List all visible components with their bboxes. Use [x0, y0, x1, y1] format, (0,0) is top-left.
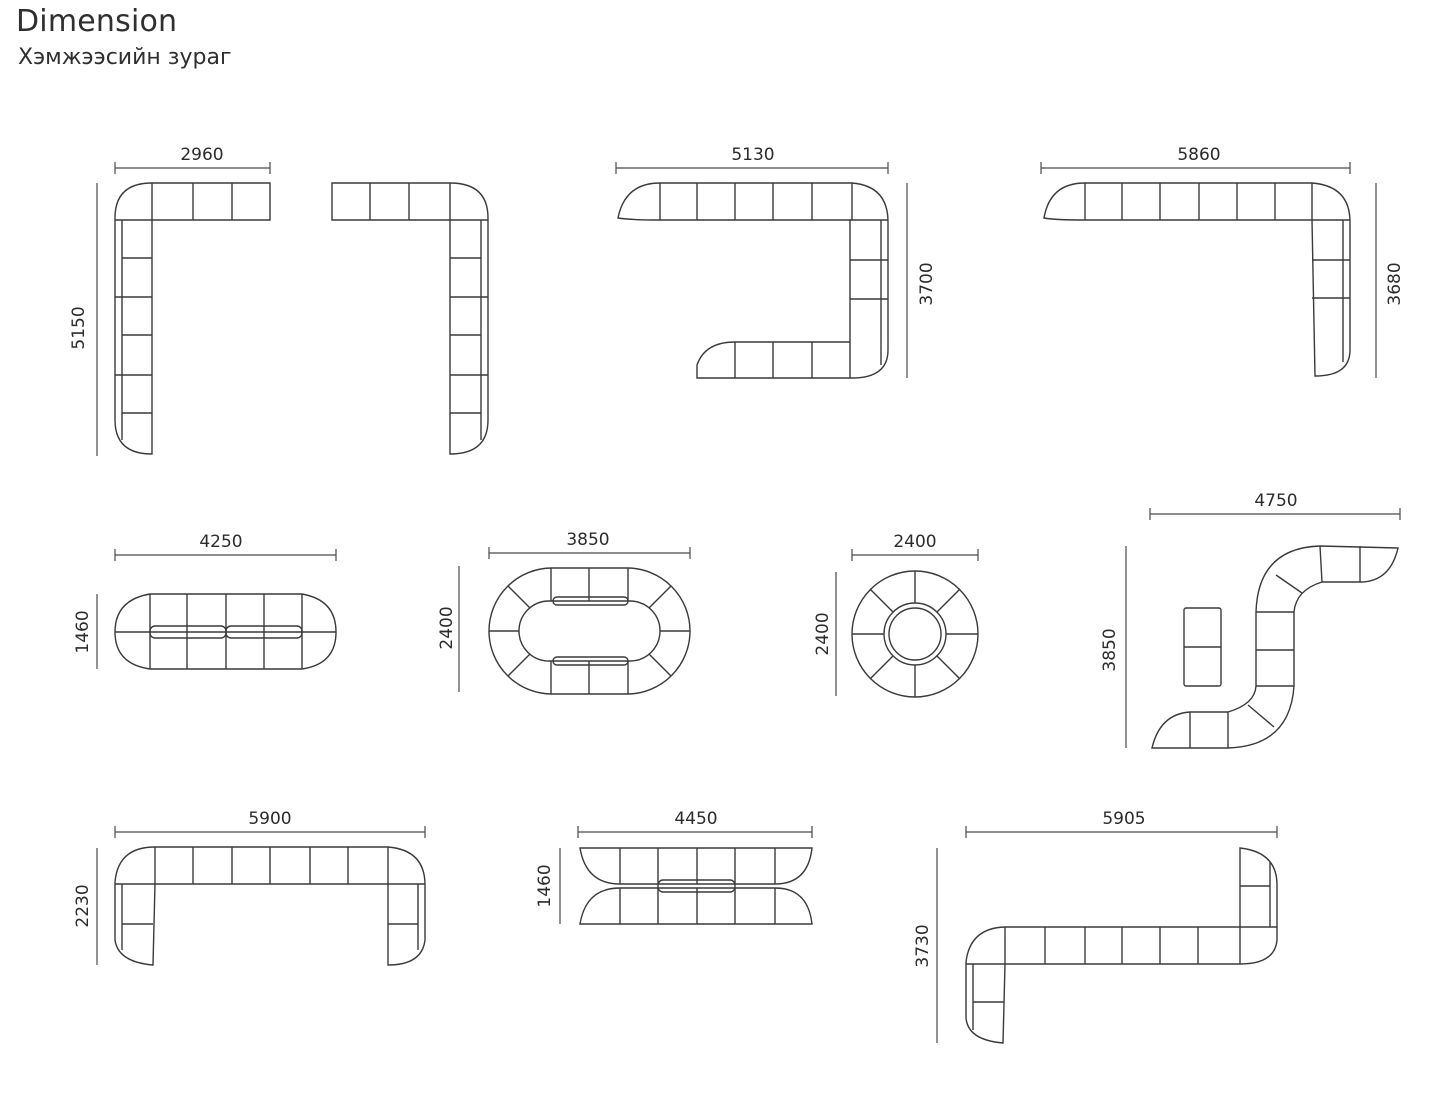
width-label: 3850	[566, 530, 609, 550]
width-label: 4450	[674, 809, 717, 829]
width-label: 5905	[1102, 809, 1145, 829]
depth-label: 1460	[73, 610, 93, 653]
page-subtitle: Хэмжээсийн зураг	[18, 45, 232, 70]
diagram-s-curve: 4750 3850	[1100, 491, 1401, 749]
diagram-l-left: 2960 5150	[69, 145, 271, 456]
diagram-back-to-back: 4450 1460	[535, 809, 813, 925]
width-label: 5860	[1177, 145, 1220, 165]
diagram-round: 2400 2400	[813, 532, 979, 698]
diagram-oval: 3850 2400	[437, 530, 691, 695]
width-label: 5130	[731, 145, 774, 165]
width-label: 2400	[893, 532, 936, 552]
depth-label: 5150	[69, 306, 89, 349]
width-label: 4250	[199, 532, 242, 552]
diagram-u-shape: 5130 3700	[615, 145, 937, 379]
depth-label: 1460	[535, 864, 555, 907]
depth-label: 3850	[1100, 628, 1120, 671]
width-label: 2960	[180, 145, 223, 165]
depth-label: 3680	[1385, 262, 1405, 305]
page-title: Dimension	[16, 4, 178, 39]
diagram-straight-double: 4250 1460	[73, 532, 337, 670]
diagram-l-corner: 5860 3680	[1040, 145, 1405, 378]
depth-label: 2400	[437, 606, 457, 649]
diagram-wide-u: 5900 2230	[73, 809, 426, 966]
diagram-z-shape: 5905 3730	[913, 809, 1278, 1044]
diagram-l-right	[331, 182, 489, 455]
width-label: 4750	[1254, 491, 1297, 511]
depth-label: 3730	[913, 924, 933, 967]
depth-label: 2230	[73, 884, 93, 927]
depth-label: 3700	[917, 262, 937, 305]
depth-label: 2400	[813, 612, 833, 655]
width-label: 5900	[248, 809, 291, 829]
